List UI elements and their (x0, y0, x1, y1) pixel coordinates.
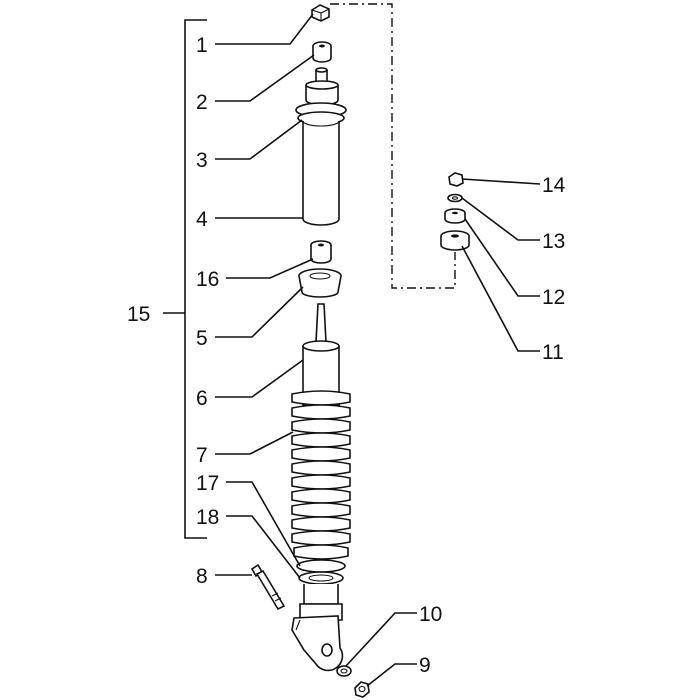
part-nut (354, 681, 370, 698)
callout-5: 5 (196, 327, 208, 350)
part-mount-rubber-large (440, 230, 470, 251)
callout-7: 7 (196, 444, 208, 467)
callout-3: 3 (196, 149, 208, 172)
callout-9: 9 (419, 654, 431, 677)
part-spring-cup (298, 268, 342, 298)
callout-8: 8 (196, 565, 208, 588)
part-rod-top (305, 67, 339, 106)
callout-11: 11 (542, 341, 564, 364)
callout-13: 13 (542, 230, 565, 253)
part-lower-mount (291, 584, 344, 672)
part-damper (302, 303, 340, 406)
part-bolt (250, 563, 286, 611)
assembly-connector-line (330, 3, 456, 289)
part-upper-bush (312, 41, 332, 63)
callout-10: 10 (419, 603, 442, 626)
part-coil-spring (291, 390, 351, 560)
assembly-bracket (163, 19, 207, 539)
callout-16: 16 (196, 268, 219, 291)
callout-1: 1 (196, 34, 208, 57)
callout-12: 12 (542, 286, 565, 309)
callout-18: 18 (196, 506, 219, 529)
callout-17: 17 (196, 472, 219, 495)
part-mount-rubber-small (444, 208, 466, 224)
part-top-nut (311, 4, 330, 22)
callout-14: 14 (542, 174, 566, 197)
callout-2: 2 (196, 91, 208, 114)
part-upper-body (295, 102, 347, 226)
callout-6: 6 (196, 387, 208, 410)
part-mount-nut (448, 172, 464, 187)
part-washer (336, 665, 352, 677)
part-mount-washer (447, 193, 463, 203)
leader-lines (215, 13, 541, 687)
callout-4: 4 (196, 208, 208, 231)
part-lower-spring-seat (296, 559, 346, 585)
part-lower-bush (310, 240, 332, 264)
callout-15: 15 (127, 303, 150, 326)
